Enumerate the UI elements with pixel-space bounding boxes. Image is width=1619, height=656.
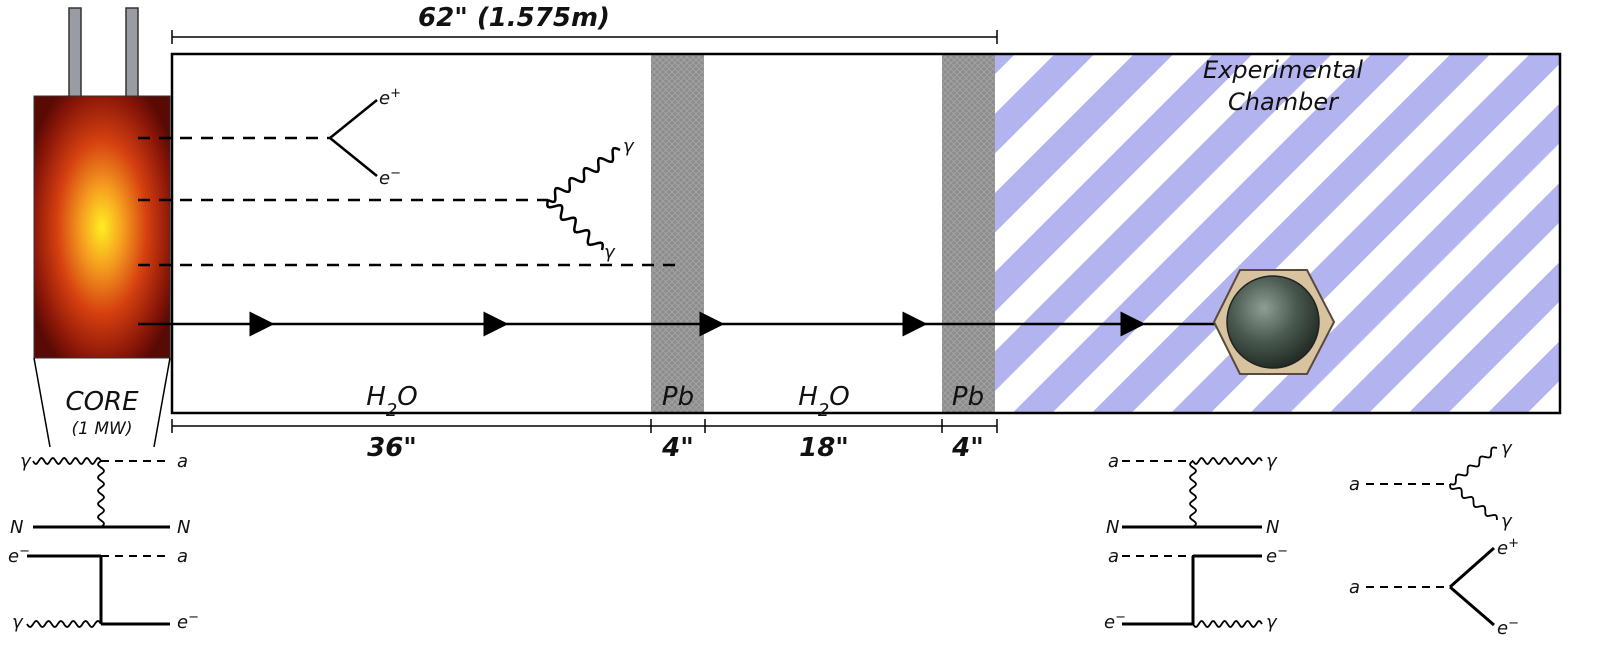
reactor-core <box>33 95 171 359</box>
lead1-label: Pb <box>662 382 694 412</box>
compton-production-diagram <box>26 554 170 628</box>
inv-compton-in-top-label: a <box>1108 546 1119 567</box>
decay-ee-bottom-label: e− <box>1497 616 1519 640</box>
water1-length: 36" <box>367 433 417 463</box>
photon-line <box>26 620 102 628</box>
chamber-label-line1: Experimental <box>1203 56 1363 84</box>
lead-shield-2 <box>942 54 995 413</box>
primakoff-in-label: γ <box>20 451 32 472</box>
lead2-length: 4" <box>951 433 984 463</box>
compton-in-top-label: e− <box>8 544 30 568</box>
chamber-label-line2: Chamber <box>1228 88 1340 116</box>
inv-primakoff-in-label: a <box>1108 451 1119 472</box>
total-length-dimension <box>171 30 998 44</box>
pair-e-plus-label: e+ <box>379 86 401 110</box>
total-length-label: 62" (1.575m) <box>418 3 610 33</box>
decay-gg-in-label: a <box>1349 474 1360 495</box>
compton-out-bottom-label: e− <box>177 610 199 634</box>
primakoff-out-label: a <box>177 451 188 472</box>
inv-compton-out-top-label: e− <box>1266 544 1288 568</box>
pair-production-vertex <box>329 99 378 177</box>
inv-primakoff-out-label: γ <box>1266 451 1278 472</box>
lead1-length: 4" <box>661 433 694 463</box>
segment-dimensions <box>171 419 998 433</box>
shielding-outline <box>170 52 1562 415</box>
exchanged-photon <box>1189 460 1197 528</box>
electron-line <box>1449 546 1495 589</box>
photon-decay-vertex <box>546 146 621 251</box>
lead-shield-1 <box>651 54 704 413</box>
decay-gg-top-label: γ <box>1501 438 1513 459</box>
compton-in-bottom-label: γ <box>12 612 24 633</box>
decay-gamma-top-label: γ <box>623 136 635 157</box>
decay-ee-top-label: e+ <box>1497 536 1519 560</box>
neutral-tracks <box>138 136 680 267</box>
inverse-compton-detection-diagram <box>1122 554 1263 628</box>
photon-line <box>32 457 102 465</box>
photon-line <box>1449 483 1498 521</box>
decay-gamma-bottom-label: γ <box>604 242 616 263</box>
water2-length: 18" <box>799 433 849 463</box>
axion-two-photon-decay-diagram <box>1366 446 1498 521</box>
exchanged-photon <box>97 460 105 528</box>
pair-e-minus-label: e− <box>379 166 401 190</box>
primakoff-n-out-label: N <box>177 517 190 538</box>
compton-out-top-label: a <box>177 546 188 567</box>
decay-ee-in-label: a <box>1349 577 1360 598</box>
inverse-primakoff-detection-diagram <box>1122 457 1263 529</box>
core-supports <box>68 7 139 99</box>
primakoff-production-diagram <box>32 457 170 529</box>
inv-primakoff-n-out-label: N <box>1266 517 1279 538</box>
photon-line <box>1192 620 1263 628</box>
decay-gg-bottom-label: γ <box>1501 511 1513 532</box>
inv-primakoff-n-in-label: N <box>1106 517 1119 538</box>
water2-label: H2O <box>798 382 849 421</box>
water1-label: H2O <box>366 382 417 421</box>
photon-line <box>1192 457 1263 465</box>
core-label: CORE <box>65 387 139 417</box>
primakoff-n-in-label: N <box>10 517 23 538</box>
detector-crystal <box>1226 275 1320 369</box>
inv-compton-in-bottom-label: e− <box>1104 610 1126 634</box>
core-label-bracket <box>33 357 171 448</box>
photon-line <box>1449 446 1498 486</box>
core-power-label: (1 MW) <box>72 419 133 439</box>
electron-line <box>1449 585 1495 627</box>
axion-pair-decay-diagram <box>1366 546 1495 627</box>
lead2-label: Pb <box>952 382 984 412</box>
inv-compton-out-bottom-label: γ <box>1266 612 1278 633</box>
